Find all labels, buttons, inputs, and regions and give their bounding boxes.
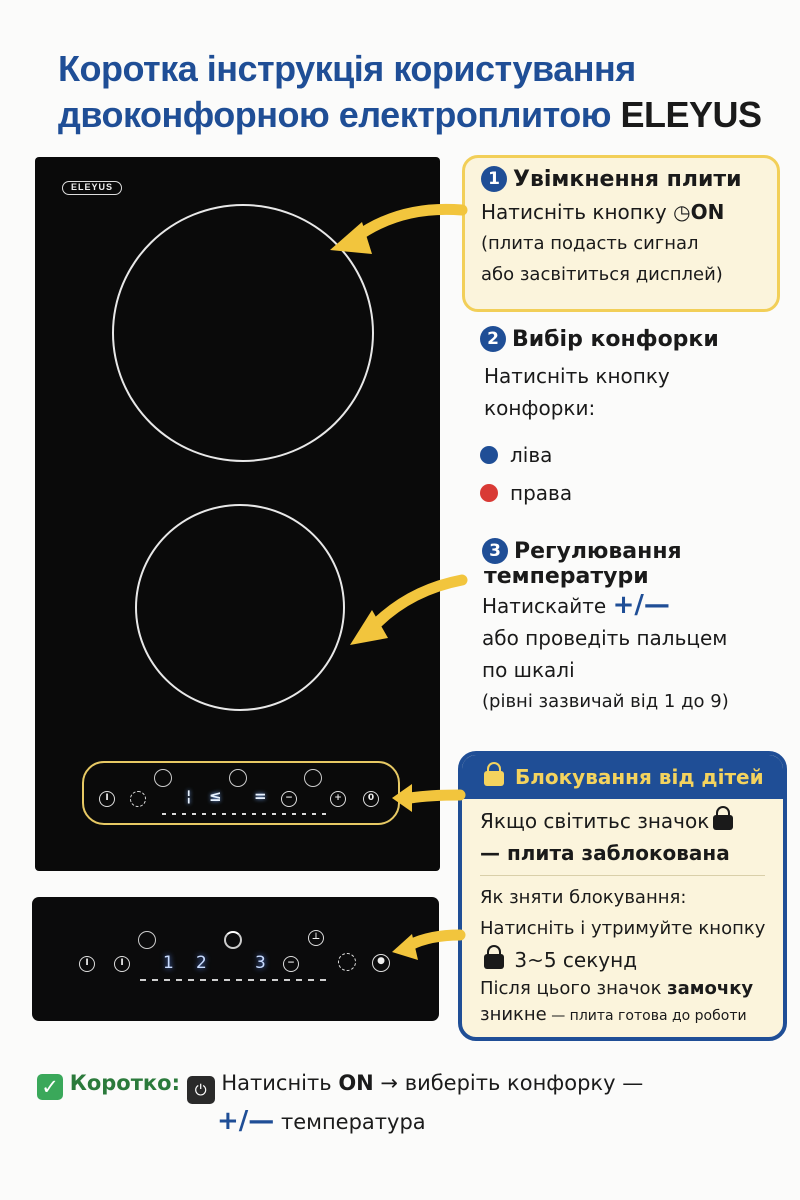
segment-display: =	[254, 787, 267, 805]
summary: ✓ Коротко: ⏻ Натисніть ON → виберіть кон…	[37, 1066, 777, 1139]
page-title: Коротка інструкція користування двоконфо…	[58, 48, 762, 135]
child-lock-card: Блокування від дітей Якщо світитьс значо…	[458, 751, 787, 1041]
timer-power-icon: ◷	[673, 200, 691, 224]
check-icon: ✓	[37, 1074, 63, 1100]
power-key-icon: I	[79, 956, 95, 972]
minus-key-icon: −	[283, 956, 299, 972]
timer-key-icon	[130, 791, 146, 807]
left-burner	[112, 204, 374, 462]
plus-key-icon: +	[330, 791, 346, 807]
boost-key-icon	[338, 953, 356, 971]
level-digit: 1	[163, 953, 174, 973]
segment-display: ¦	[186, 787, 192, 805]
step3-number: 3	[482, 538, 508, 564]
power-icon: ⏻	[186, 1076, 215, 1104]
cooktop-image: ELEYUS I ¦ ≤ = − + 0	[35, 157, 440, 871]
brand-name: ELEYUS	[620, 94, 762, 135]
right-burner	[135, 504, 345, 711]
burner-select-ring-icon	[138, 931, 156, 949]
power-key-icon: I	[99, 791, 115, 807]
slider-scale	[162, 813, 332, 815]
option-right: права	[480, 474, 790, 512]
power-ring-icon	[224, 931, 242, 949]
segment-display: ≤	[209, 787, 222, 805]
lock-key-icon: 0	[363, 791, 379, 807]
cooktop-logo: ELEYUS	[62, 181, 122, 195]
lock-icon	[484, 762, 504, 786]
burner-select-ring-icon	[154, 769, 172, 787]
option-left: ліва	[480, 436, 790, 474]
timer-key-icon: ⊥	[308, 930, 324, 946]
divider	[480, 875, 765, 876]
slider-scale	[140, 979, 332, 981]
power-key-icon: I	[114, 956, 130, 972]
step1-number: 1	[481, 166, 507, 192]
control-panel-1: I ¦ ≤ = − + 0	[82, 761, 400, 825]
control-panel-2: ⊥ I I 1 2 3 − ●	[32, 897, 439, 1021]
burner-select-ring-icon	[229, 769, 247, 787]
plus-minus-icon: +/—	[612, 590, 670, 620]
child-lock-key-icon: ●	[372, 954, 390, 972]
red-dot-icon	[480, 484, 498, 502]
level-digit: 2	[196, 953, 207, 973]
lock-icon	[484, 945, 504, 969]
minus-key-icon: −	[281, 791, 297, 807]
step2-number: 2	[480, 326, 506, 352]
plus-minus-icon: +/—	[217, 1106, 275, 1136]
burner-select-ring-icon	[304, 769, 322, 787]
level-digit: 3	[255, 953, 266, 973]
blue-dot-icon	[480, 446, 498, 464]
lock-icon	[713, 806, 734, 830]
